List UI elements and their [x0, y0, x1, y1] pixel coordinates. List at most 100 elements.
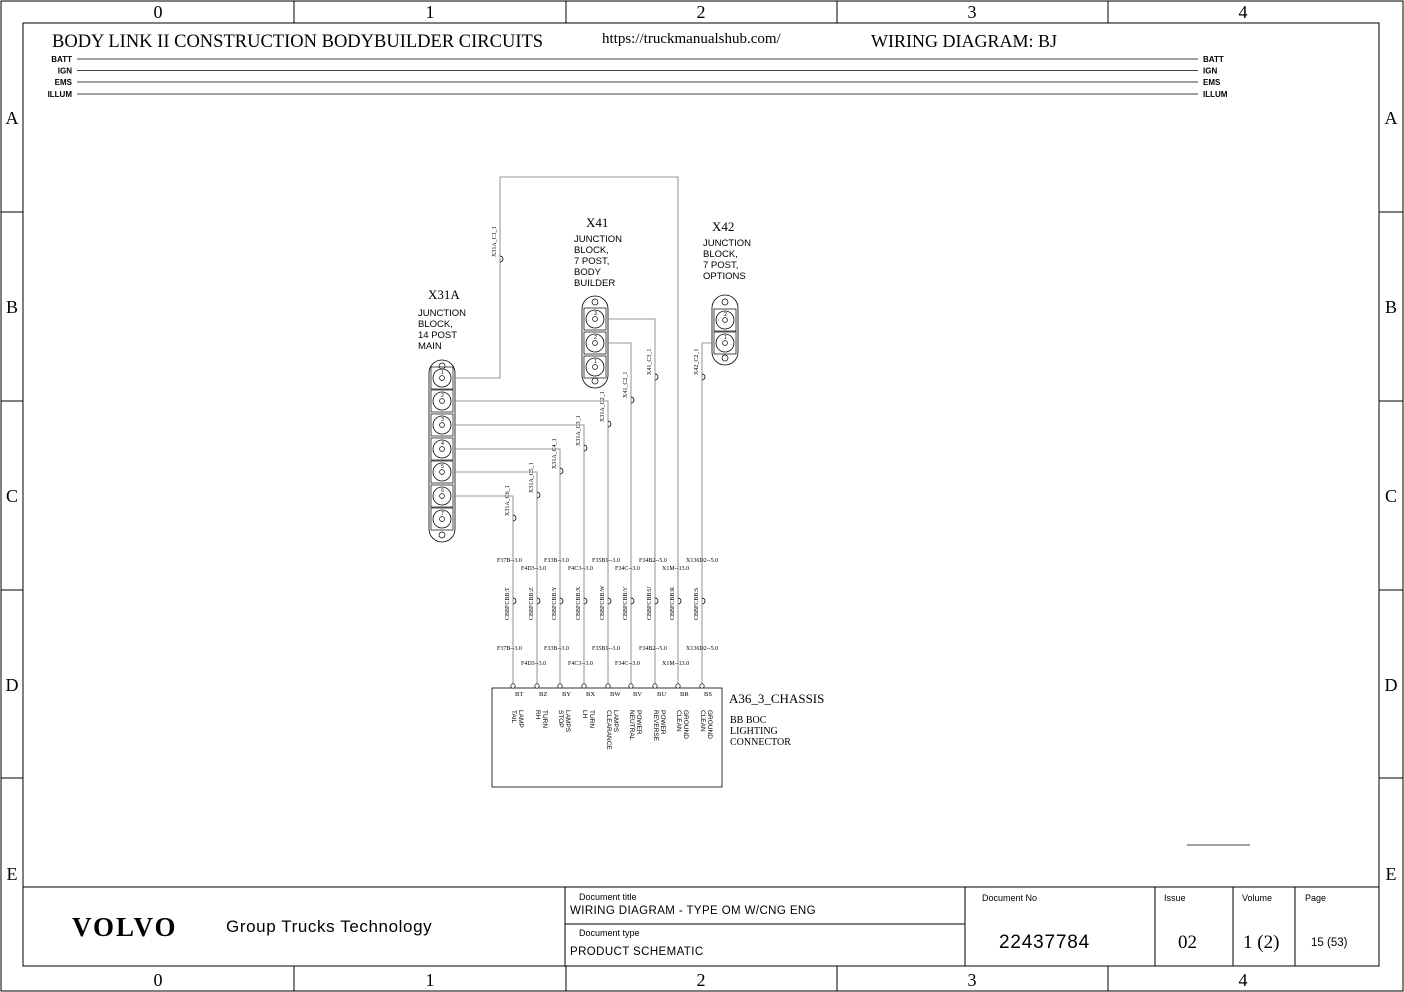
x31a-desc-line: MAIN	[418, 341, 442, 352]
grid-col-label: 3	[968, 2, 977, 22]
connector-pin-function: CLEAN	[675, 710, 682, 732]
grid-row-label: B	[1385, 297, 1397, 317]
grid-col-label: 2	[697, 970, 706, 990]
x42-junction-block	[711, 294, 739, 366]
x31a-post-frame	[430, 460, 454, 484]
x31a-post-frame	[430, 484, 454, 508]
wire-label-top: F34B2--5.0	[639, 558, 667, 564]
wire-label-bottom: F34B2--5.0	[639, 646, 667, 652]
wire-label-top: F4C3--3.0	[568, 566, 593, 572]
connector-pin-function: LH	[581, 710, 588, 719]
bus-label-ign: IGN	[58, 67, 72, 76]
issue-label: Issue	[1164, 893, 1186, 903]
wire-label-bottom: F4D3--3.0	[521, 661, 546, 667]
x31a-post-label: 2	[441, 393, 444, 399]
connector-pin-label: BS	[704, 691, 712, 698]
connector-pin-label: BU	[657, 691, 666, 698]
grid-row-label: E	[1386, 864, 1397, 884]
grid-col-label: 3	[968, 970, 977, 990]
grid-col-label: 2	[697, 2, 706, 22]
x31a-post-stud	[439, 398, 445, 404]
connector-pin-function: LAMP	[517, 710, 524, 728]
x41-post-label: 2	[594, 335, 597, 341]
splice-hook	[583, 597, 588, 605]
bus-label-ems: EMS	[55, 78, 73, 87]
x42-wire-tag-hook	[701, 373, 706, 381]
connector-pin-label: BR	[680, 691, 689, 698]
wire-label-top: X1M--13.0	[662, 566, 689, 572]
doc-title-label: Document title	[579, 892, 637, 902]
splice-label: CBBFCBB:Y	[552, 586, 558, 620]
connector-pin-label: BV	[633, 691, 642, 698]
wire-label-bottom: F35B1--3.0	[592, 646, 620, 652]
x31a-desc-line: JUNCTION	[418, 308, 466, 319]
issue: 02	[1178, 932, 1197, 953]
x31a-wire-tag-hook	[499, 255, 504, 263]
x31a-id: X31A	[428, 287, 460, 302]
connector-pin-function: STOP	[557, 710, 564, 728]
splice-label: CBBFCBB:R	[670, 587, 676, 620]
splice-hook	[654, 597, 659, 605]
wire-label-bottom: F4C3--3.0	[568, 661, 593, 667]
connector-desc-line: CONNECTOR	[730, 737, 791, 748]
x41-post-stud	[592, 316, 598, 322]
splice-hook	[512, 597, 517, 605]
mounting-hole	[591, 377, 599, 385]
wire-label-top: F33B--3.0	[544, 558, 569, 564]
connector-pin-function: LAMPS	[612, 710, 619, 733]
splice-label: CBBFCBB:X	[576, 586, 582, 620]
connector-pin-function: RH	[534, 710, 541, 720]
company-name: Group Trucks Technology	[226, 917, 432, 936]
x41-junction-block	[581, 295, 609, 389]
bus-label-ems: EMS	[1203, 78, 1221, 87]
x31a-wire-tag-text: X31A_C5_1	[529, 462, 535, 493]
x31a-post-ring	[432, 462, 452, 482]
x31a-wire-tag-text: X31A_C4_1	[552, 438, 558, 469]
connector-pin	[534, 683, 540, 689]
x31a-desc-line: 14 POST	[418, 330, 457, 341]
mounting-hole	[721, 354, 729, 362]
connector-desc-line: LIGHTING	[730, 726, 778, 737]
title-block	[22, 886, 1380, 967]
mounting-hole	[438, 362, 446, 370]
grid-col-label: 1	[426, 2, 435, 22]
x31a-junction-block	[428, 359, 456, 543]
connector-pin-function: REVERSE	[652, 710, 659, 742]
connector-pin	[581, 683, 587, 689]
splice-label: CBBFCBB:T	[505, 587, 511, 620]
x41-wire-tag-text: X41_C3_1	[647, 349, 653, 375]
x41-post-ring	[585, 333, 605, 353]
x41-post-ring	[585, 357, 605, 377]
splice-label: CBBFCBB:Z	[529, 587, 535, 620]
x31a-wire-tag-text: X31A_C1_1	[492, 226, 498, 257]
connector-pin	[699, 683, 705, 689]
x31a-post-stud	[439, 375, 445, 381]
bus-bars	[77, 58, 1198, 95]
x31a-wire-tag-hook	[536, 491, 541, 499]
wire-label-bottom: F33B--3.0	[544, 646, 569, 652]
x42-post-stud	[722, 340, 728, 346]
diagram-id: WIRING DIAGRAM: BJ	[871, 31, 1057, 51]
splice-label: CBBFCBB:W	[600, 585, 606, 620]
volume: 1 (2)	[1243, 932, 1279, 953]
bus-label-batt: BATT	[51, 55, 72, 64]
x42-id: X42	[712, 219, 734, 234]
x31a-labels: X31A JUNCTION BLOCK, 14 POST MAIN	[418, 287, 466, 352]
connector-pin	[605, 683, 611, 689]
splice-hook	[559, 597, 564, 605]
connector-id: A36_3_CHASSIS	[729, 691, 824, 706]
x31a-wire-tag-text: X31A_C2_1	[600, 391, 606, 422]
grid-col-label: 1	[426, 970, 435, 990]
page-label: Page	[1305, 893, 1326, 903]
connector-pin-function: POWER	[635, 710, 642, 735]
x41-post-label: 1	[594, 359, 597, 365]
x41-wire-tag-hook	[630, 396, 635, 404]
connector-pin-label: BY	[562, 691, 571, 698]
splice-label: CBBFCBB:V	[623, 586, 629, 620]
x31a-post-stud	[439, 493, 445, 499]
x42-post-label: 2	[724, 312, 727, 318]
grid-col-label: 4	[1239, 2, 1248, 22]
wire-label-top: F34C--3.0	[615, 566, 640, 572]
bus-label-illum: ILLUM	[1203, 90, 1228, 99]
